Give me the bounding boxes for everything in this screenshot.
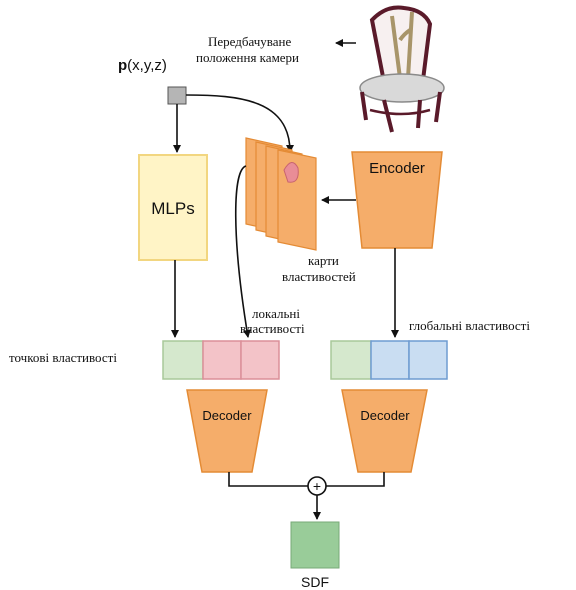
camera-pose-label-line2: положення камери xyxy=(196,50,299,65)
decoder-label-left: Decoder xyxy=(202,408,252,423)
feature-maps-label-line1: карти xyxy=(308,253,339,268)
feature-map-stack xyxy=(245,137,317,251)
projected-point-patch xyxy=(283,162,299,183)
mlp-block xyxy=(138,154,208,261)
camera-pose-label-line1: Передбачуване xyxy=(208,34,291,49)
point-feature-cell xyxy=(330,340,372,380)
point-coords: (x,y,z) xyxy=(127,57,167,74)
encoder-block xyxy=(351,151,443,249)
point-to-featuremap-arrow xyxy=(185,94,294,153)
point-feature-cell xyxy=(162,340,204,380)
global-feature-cell xyxy=(408,340,448,380)
featuremap-to-local-arrow xyxy=(234,165,251,338)
mlp-label: MLPs xyxy=(151,199,194,218)
point-prefix: p xyxy=(118,57,127,74)
sdf-output-block xyxy=(290,521,340,569)
encoder-label: Encoder xyxy=(369,160,425,177)
local-features-label-line1: локальні xyxy=(252,306,300,321)
plus-circle-icon: + xyxy=(307,476,327,496)
left-decoder-to-sum-line xyxy=(228,472,308,487)
chair-icon xyxy=(359,5,445,133)
decoder-label-right: Decoder xyxy=(360,408,410,423)
decoder-block-left xyxy=(186,389,268,473)
feature-maps-label-line2: властивостей xyxy=(282,269,356,284)
point-square xyxy=(167,86,187,105)
global-features-label: глобальні властивості xyxy=(409,318,530,333)
right-decoder-to-sum-line xyxy=(326,472,385,487)
right-feature-vector xyxy=(330,340,448,380)
plus-symbol: + xyxy=(313,478,321,494)
sdf-label: SDF xyxy=(301,574,329,590)
left-feature-vector xyxy=(162,340,280,380)
global-feature-cell xyxy=(370,340,410,380)
point-label: p(x,y,z) xyxy=(118,57,167,74)
local-feature-cell xyxy=(240,340,280,380)
decoder-block-right xyxy=(341,389,428,473)
local-features-label-line2: властивості xyxy=(240,321,305,336)
point-features-label: точкові властивості xyxy=(9,350,117,365)
local-feature-cell xyxy=(202,340,242,380)
